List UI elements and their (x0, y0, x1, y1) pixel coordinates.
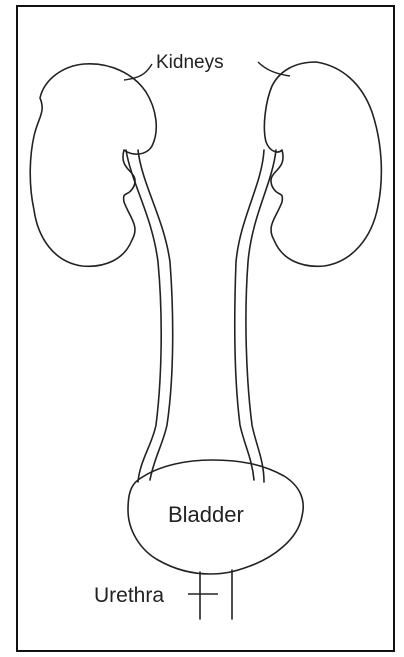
urethra-label: Urethra (94, 584, 164, 607)
kidneys-label: Kidneys (156, 52, 224, 73)
diagram-frame (17, 6, 394, 651)
bladder-label: Bladder (168, 502, 244, 527)
